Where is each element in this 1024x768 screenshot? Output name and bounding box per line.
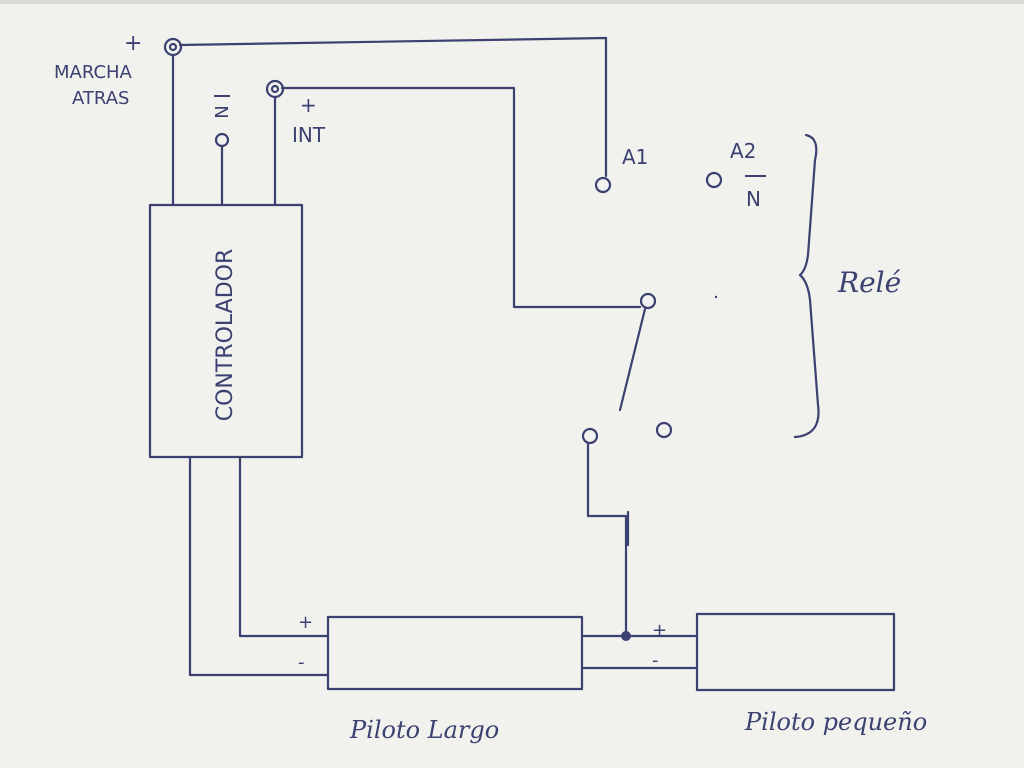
relay-a2-terminal <box>705 171 723 189</box>
small-plus-label: + <box>652 620 667 641</box>
relay-a1-terminal <box>594 176 612 194</box>
a1-label: A1 <box>622 145 648 169</box>
small-minus-label: - <box>652 650 659 671</box>
int-plus-label: + <box>300 93 317 117</box>
controller-box <box>148 203 304 459</box>
piloto-largo-label: Piloto Largo <box>349 716 499 744</box>
marcha-plus-label: + <box>124 31 142 56</box>
a2-n-label: N <box>746 187 761 211</box>
neutral-label: N <box>212 105 233 118</box>
wire-controller-to-large-minus <box>188 455 330 677</box>
relay-switch-arm <box>618 307 647 412</box>
wire-marcha-to-a1 <box>178 36 608 178</box>
relay-brace <box>793 133 820 439</box>
paper-sheet <box>0 4 1024 768</box>
marcha-line1-label: MARCHA <box>54 62 133 83</box>
a2-label: A2 <box>730 139 756 163</box>
wire-int-to-relay-common <box>280 86 642 309</box>
wire-relay-to-pilots <box>586 442 628 638</box>
pilot-large-box <box>326 615 584 691</box>
controlador-label: CONTROLADOR <box>213 249 238 422</box>
paper-mark <box>714 295 718 299</box>
wire-controller-to-large-plus <box>238 455 330 638</box>
marcha-line2-label: ATRAS <box>72 88 129 109</box>
large-minus-label: - <box>298 652 305 673</box>
pilot-small-box <box>695 612 896 692</box>
large-plus-label: + <box>298 612 313 633</box>
relay-common-terminal <box>639 292 657 310</box>
relay-nc-terminal <box>655 421 673 439</box>
relay-no-terminal <box>581 427 599 445</box>
int-label: INT <box>292 123 326 147</box>
rele-label: Relé <box>837 266 901 299</box>
junction-dot <box>621 631 631 641</box>
piloto-pequeno-label: Piloto pequeño <box>744 708 927 736</box>
